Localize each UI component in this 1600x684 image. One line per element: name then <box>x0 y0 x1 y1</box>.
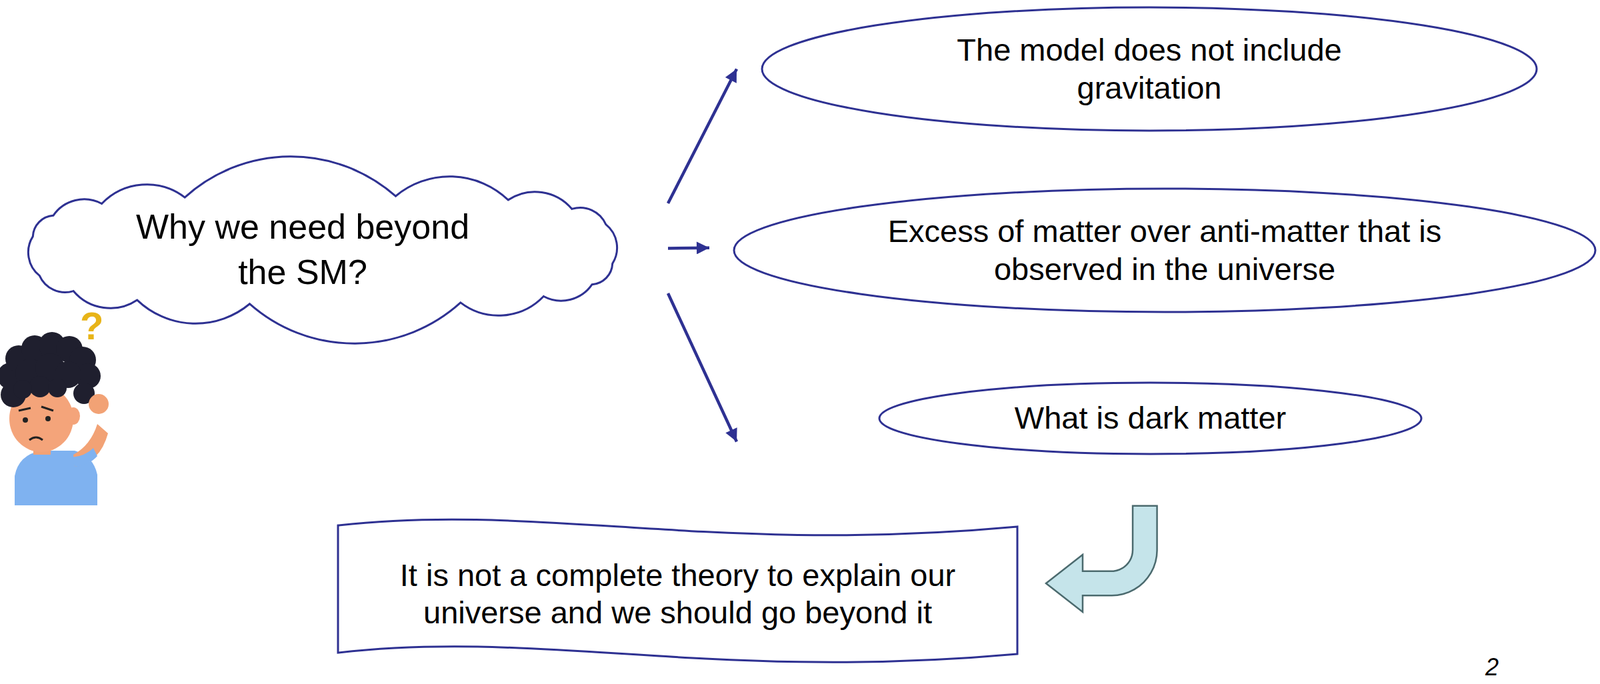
ellipse-outline <box>732 186 1598 314</box>
ellipse-border <box>762 7 1537 131</box>
question-mark: ? <box>80 304 104 349</box>
node-text: Excess of matter over anti-matter that i… <box>864 212 1465 288</box>
conclusion-banner: It is not a complete theory to explain o… <box>336 505 1019 683</box>
eye <box>22 417 28 423</box>
reason-ellipse: What is dark matter <box>877 380 1424 456</box>
node-text: The model does not include gravitation <box>932 31 1366 107</box>
eye <box>45 416 51 422</box>
reason-ellipse: Excess of matter over anti-matter that i… <box>732 186 1598 314</box>
connector-arrow <box>668 247 710 249</box>
connector-arrow <box>668 69 737 204</box>
page-number: 2 <box>1485 653 1499 681</box>
block-arrow-body <box>1084 518 1145 584</box>
arrow-line <box>668 293 737 442</box>
banner-outline <box>336 505 1019 683</box>
arrow-line <box>668 69 737 204</box>
reason-ellipse: The model does not include gravitation <box>760 5 1539 133</box>
node-text: It is not a complete theory to explain o… <box>371 556 985 632</box>
ellipse-outline <box>760 5 1539 133</box>
banner-border <box>338 519 1018 662</box>
ellipse-border <box>734 188 1596 312</box>
cloud-border <box>28 156 617 344</box>
arrow-line <box>668 246 710 250</box>
connector-arrow <box>1046 518 1145 612</box>
mouth <box>29 437 43 440</box>
ear <box>66 407 80 425</box>
sleeve <box>72 448 98 467</box>
text-block: It is not a complete theory to explain o… <box>371 556 985 632</box>
text-block: Excess of matter over anti-matter that i… <box>864 212 1465 288</box>
text-block: What is dark matter <box>1014 399 1286 437</box>
text-block: The model does not include gravitation <box>932 31 1366 107</box>
eyebrows <box>18 406 54 411</box>
node-text: Why we need beyond the SM? <box>122 204 483 295</box>
ellipse-border <box>879 382 1422 454</box>
connector-arrow <box>668 293 737 442</box>
text-block: Why we need beyond the SM? <box>122 204 523 295</box>
hand <box>88 394 109 414</box>
block-arrow-outline <box>1084 518 1145 584</box>
node-text: What is dark matter <box>1014 399 1286 437</box>
